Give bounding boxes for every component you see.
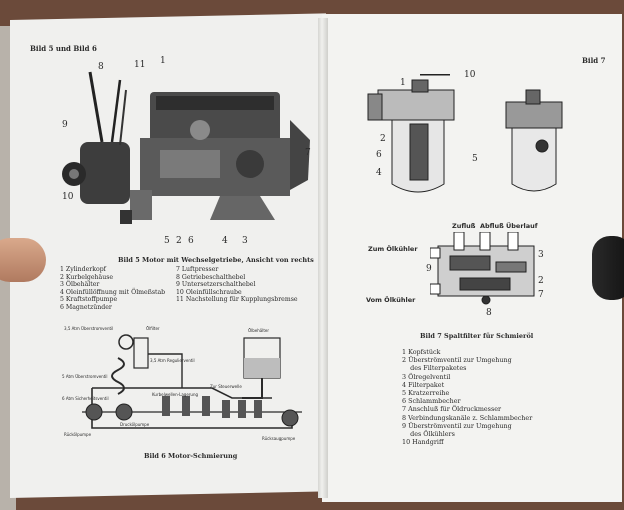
fig6-label: 3,5 Atm Regulierventil bbox=[150, 358, 195, 363]
legend-line: 9 Überströmventil zur Umgehung bbox=[402, 421, 512, 430]
engine-illustration bbox=[60, 70, 315, 240]
fig7-callout: 3 bbox=[538, 250, 544, 260]
fig5-callout: 5 bbox=[164, 236, 170, 246]
legend-line: 11 Nachstellung für Kupplungsbremse bbox=[176, 296, 298, 304]
fig7-callout: 6 bbox=[376, 150, 382, 160]
fig7-callout: 1 bbox=[400, 78, 406, 88]
legend-line: des Filterpaketes bbox=[402, 364, 467, 373]
legend-line: 2 Kurbelgehäuse bbox=[60, 273, 114, 281]
fig5-callout: 6 bbox=[188, 236, 194, 246]
fig5-legend-left: 1 Zylinderkopf 2 Kurbelgehäuse 3 Ölbehäl… bbox=[60, 266, 165, 312]
fig7-callout: 4 bbox=[376, 168, 382, 178]
fig7-legend: 1 Kopfstück 2 Überströmventil zur Umgehu… bbox=[402, 348, 532, 446]
fig7-callout: 10 bbox=[464, 70, 476, 80]
legend-line: 2 Überströmventil zur Umgehung bbox=[402, 356, 512, 365]
legend-line: 7 Anschluß für Öldruckmesser bbox=[402, 405, 502, 414]
legend-line: des Ölkühlers bbox=[402, 430, 455, 439]
right-page-header: Bild 7 bbox=[582, 56, 606, 65]
legend-line: 3 Ölregelventil bbox=[402, 372, 451, 381]
legend-line: 10 Oleinfüllschraube bbox=[176, 288, 242, 296]
legend-line: 1 Kopfstück bbox=[402, 348, 441, 356]
legend-line: 1 Zylinderkopf bbox=[60, 266, 106, 273]
legend-line: 3 Ölbehälter bbox=[60, 281, 100, 289]
fig5-callout: 8 bbox=[98, 62, 104, 72]
fig6-label: 5 Atm Überstromventil bbox=[62, 374, 108, 379]
fig5-callout: 9 bbox=[62, 120, 68, 130]
legend-line: 5 Kratzerreihe bbox=[402, 389, 450, 398]
fig7-callout: 9 bbox=[426, 264, 432, 274]
legend-line: 5 Kraftstoffpumpe bbox=[60, 296, 118, 304]
fig6-label: Kurbelwellen-Lagerung bbox=[152, 392, 199, 397]
fig6-label: Ölfilter bbox=[146, 326, 160, 331]
fig6-caption: Bild 6 Motor-Schmierung bbox=[144, 452, 238, 460]
right-thumb bbox=[592, 236, 624, 300]
fig6-label: Rückölpumpe bbox=[64, 432, 92, 437]
fig5-legend-right: 7 Luftpresser 8 Getriebeschalthebel 9 Un… bbox=[176, 266, 298, 304]
legend-line: 4 Filterpaket bbox=[402, 380, 445, 389]
side-label-to-cooler: Zum Ölkühler bbox=[368, 245, 418, 253]
fig7-caption: Bild 7 Spaltfilter für Schmieröl bbox=[420, 332, 534, 340]
legend-line: 8 Getriebeschalthebel bbox=[176, 273, 246, 281]
oil-filter-section bbox=[367, 74, 563, 193]
fig6-label: Zur Steuerwelle bbox=[210, 384, 242, 389]
fig6-label: 6 Atm Sicherheitsventil bbox=[62, 396, 109, 401]
book-gutter bbox=[318, 18, 328, 498]
legend-line: 8 Verbindungskanäle z. Schlammbecher bbox=[402, 413, 533, 422]
flow-label-overflow: Überlauf bbox=[506, 222, 538, 230]
fig5-callout: 10 bbox=[62, 192, 74, 202]
fig6-label: Druckölpumpe bbox=[120, 422, 150, 427]
fig7-callout: 2 bbox=[538, 276, 544, 286]
fig5-callout: 2 bbox=[176, 236, 182, 246]
fig5-callout: 1 bbox=[160, 56, 166, 66]
legend-line: 10 Handgriff bbox=[402, 438, 444, 447]
legend-line: 6 Magnetzünder bbox=[60, 303, 112, 311]
left-thumb bbox=[0, 238, 46, 282]
fig5-callout: 4 bbox=[222, 236, 228, 246]
fig6-label: 3,5 Atm Überstromventil bbox=[64, 326, 114, 331]
legend-line: 6 Schlammbecher bbox=[402, 397, 461, 406]
fig5-callout: 3 bbox=[242, 236, 248, 246]
fig6-label: Rücksaugpumpe bbox=[262, 436, 296, 441]
side-label-from-cooler: Vom Ölkühler bbox=[366, 296, 416, 304]
fig7-callout: 7 bbox=[538, 290, 544, 300]
flow-label-inflow: Zufluß bbox=[452, 222, 476, 230]
legend-line: 4 Oleinfüllöffnung mit Ölmeßstab bbox=[60, 288, 166, 296]
legend-line: 9 Untersetzerschalthebel bbox=[176, 281, 256, 289]
flow-label-outflow: Abfluß bbox=[480, 222, 504, 230]
legend-line: 7 Luftpresser bbox=[176, 266, 219, 273]
lubrication-schematic bbox=[82, 334, 302, 429]
fig7-callout: 5 bbox=[472, 154, 478, 164]
fig7-callout: 2 bbox=[380, 134, 386, 144]
fig7-callout: 8 bbox=[486, 308, 492, 318]
left-page-header: Bild 5 und Bild 6 bbox=[30, 44, 97, 53]
fig6-label: Ölbehälter bbox=[248, 328, 270, 333]
fig5-callout: 11 bbox=[134, 60, 146, 70]
fig5-callout: 7 bbox=[305, 148, 311, 158]
fig5-caption: Bild 5 Motor mit Wechselgetriebe, Ansich… bbox=[118, 256, 314, 264]
valve-flow-diagram bbox=[430, 232, 535, 305]
